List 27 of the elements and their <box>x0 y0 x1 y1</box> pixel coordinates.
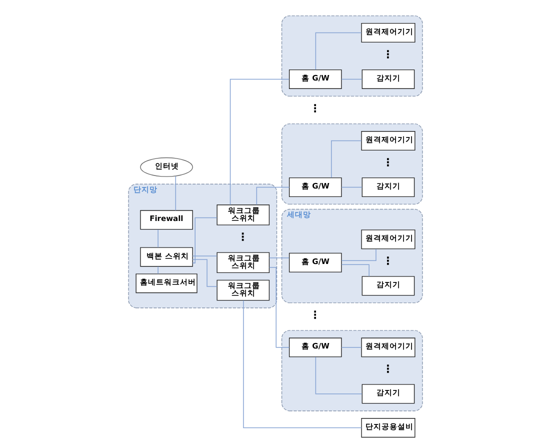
connector <box>174 176 176 211</box>
connector <box>268 266 290 348</box>
connector <box>340 186 362 188</box>
cluster <box>280 123 422 205</box>
connector <box>340 78 362 80</box>
label: ⋮ <box>382 254 393 268</box>
connector <box>192 217 217 264</box>
connector <box>157 266 158 274</box>
connector <box>157 229 158 248</box>
connector <box>314 32 362 70</box>
connector <box>192 259 217 287</box>
connector <box>330 140 362 178</box>
label: ⋮ <box>382 362 393 376</box>
connector <box>242 300 362 428</box>
label: ⋮ <box>309 308 320 322</box>
connector <box>314 356 362 394</box>
connector <box>229 78 290 206</box>
label: ⋮ <box>309 102 320 115</box>
cluster <box>280 15 422 97</box>
connector <box>340 347 362 348</box>
cluster <box>280 330 422 412</box>
label: ⋮ <box>382 48 393 61</box>
connector <box>256 186 290 206</box>
connector <box>340 248 376 262</box>
connector <box>340 264 369 277</box>
label: ⋮ <box>237 230 248 244</box>
label: ⋮ <box>382 156 393 169</box>
